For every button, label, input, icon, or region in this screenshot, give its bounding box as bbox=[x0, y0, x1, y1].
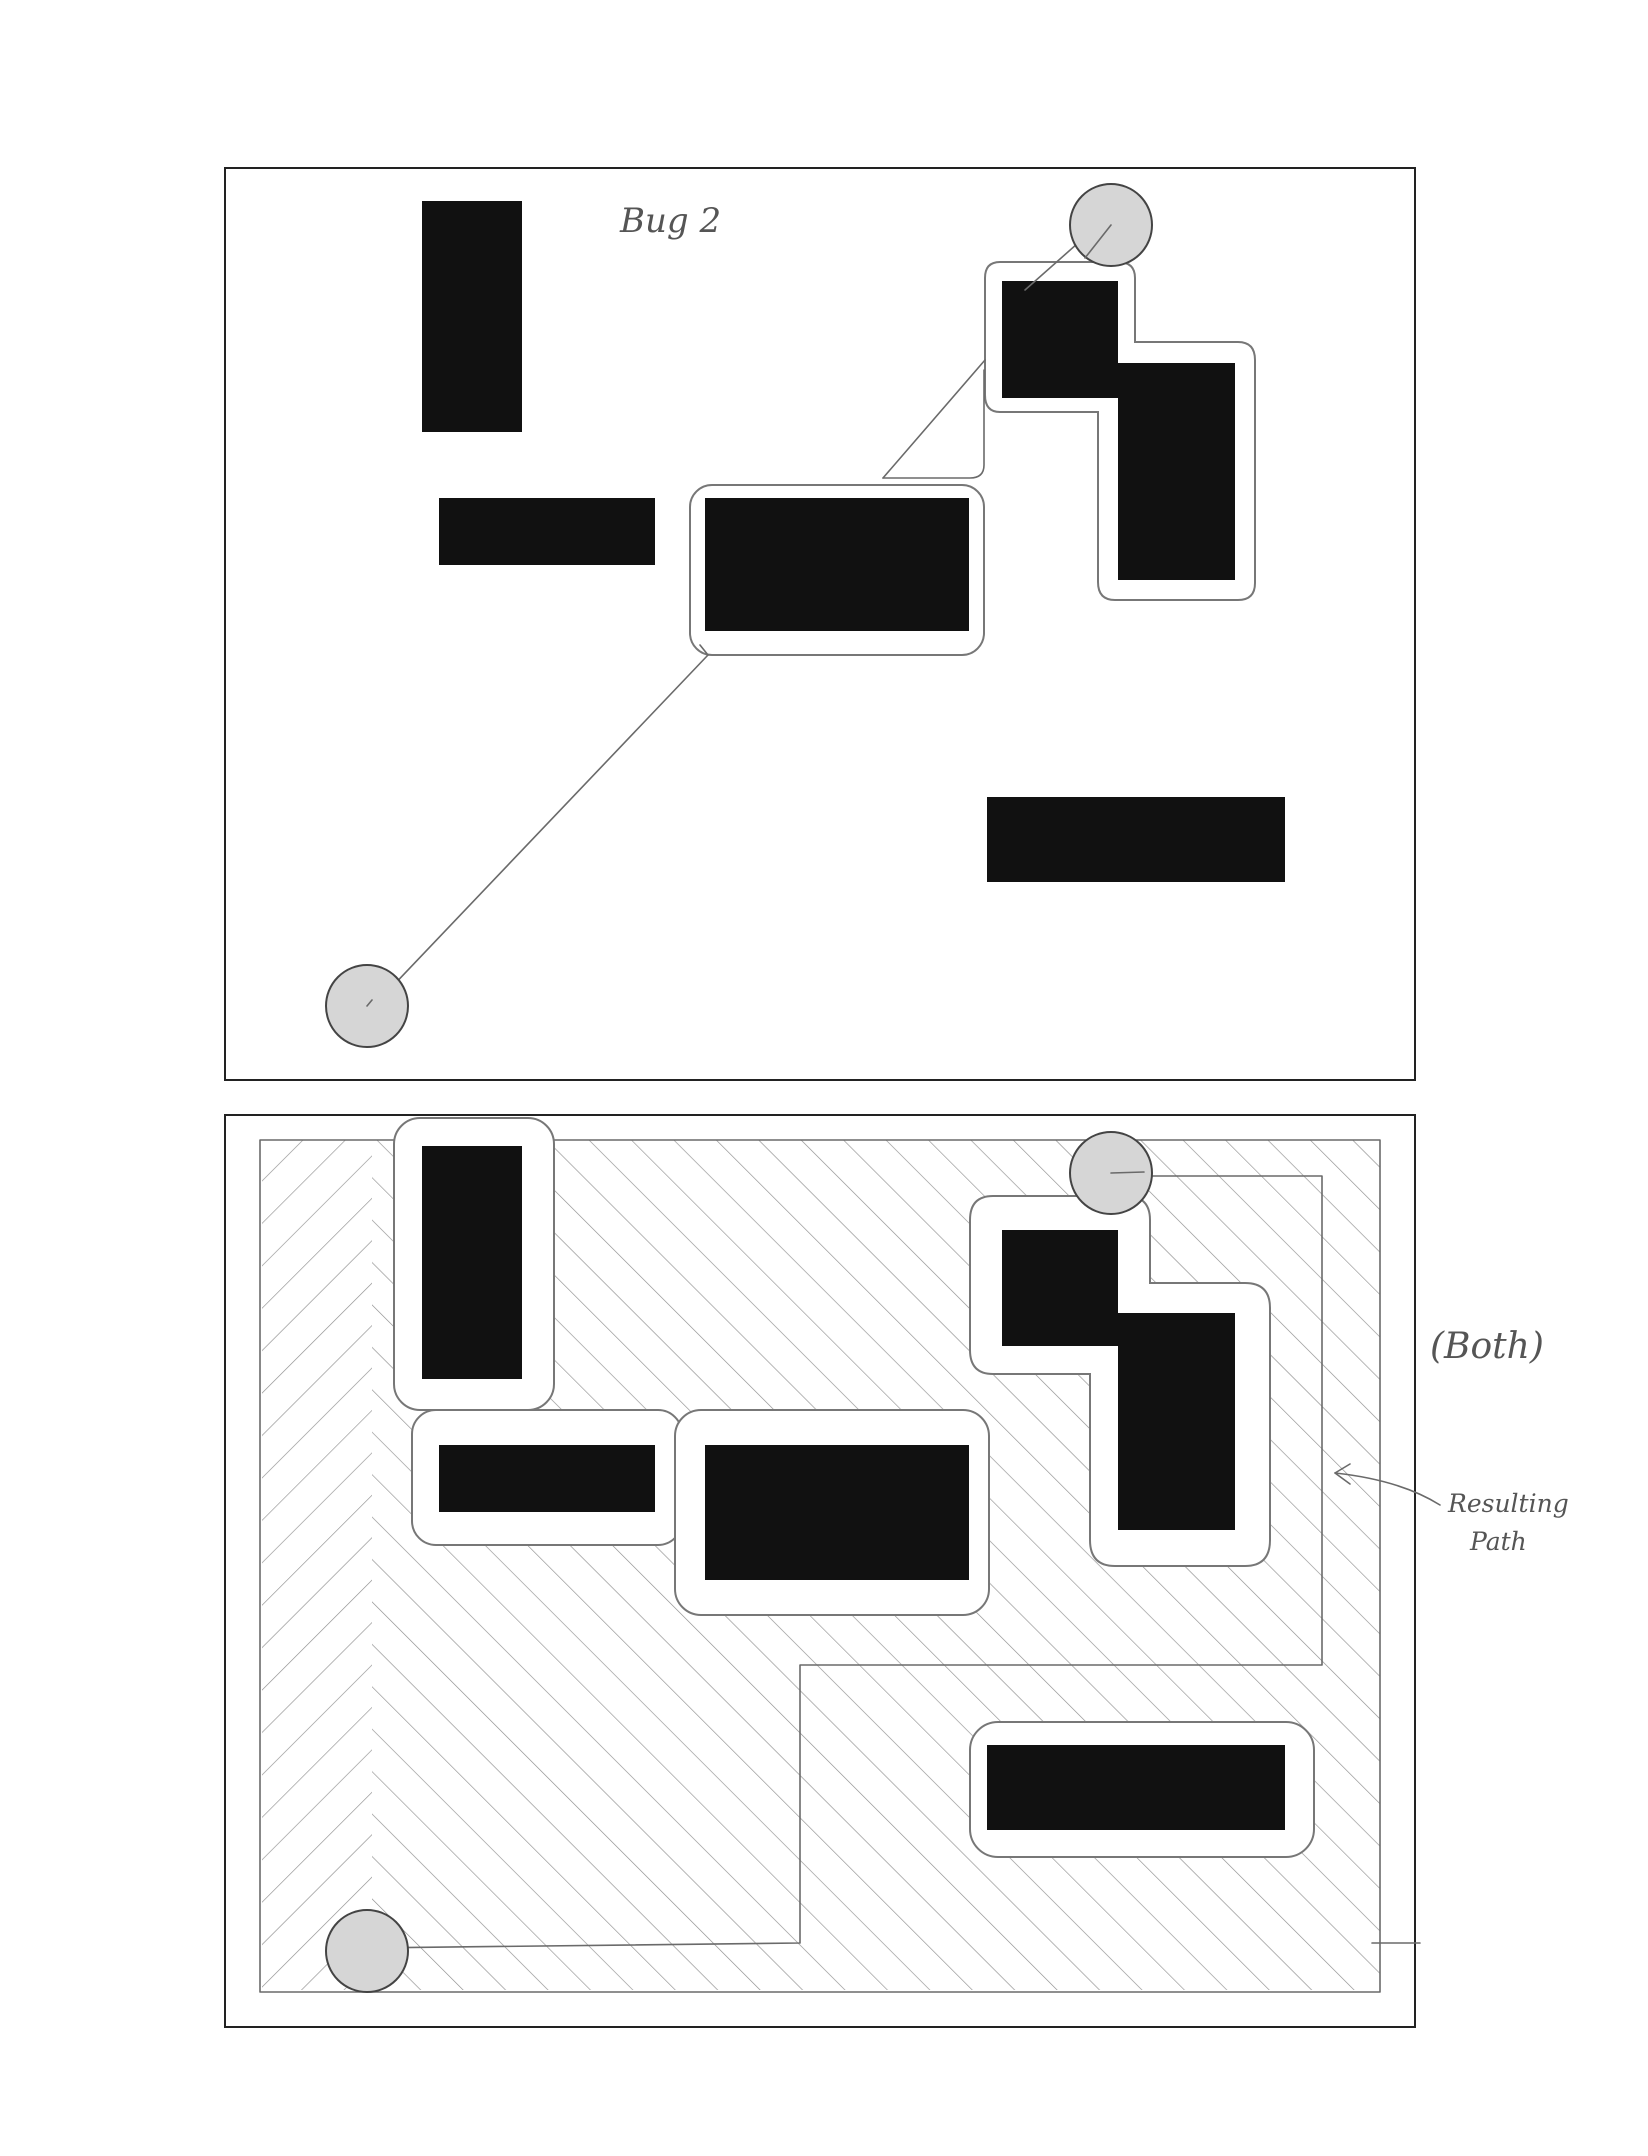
bug2-path-follow bbox=[699, 369, 985, 656]
obstacle-bottom-right bbox=[987, 1745, 1285, 1830]
hatch-region-left bbox=[262, 1140, 372, 1990]
obstacle-center-block bbox=[705, 1445, 969, 1580]
obstacle-step bbox=[1002, 281, 1235, 580]
annotation-line-1: Resulting bbox=[1447, 1489, 1569, 1518]
obstacle-step bbox=[1002, 1230, 1235, 1530]
bottom-panel-frame bbox=[224, 1114, 1416, 2028]
top-panel-frame bbox=[224, 167, 1416, 1081]
annotation-line-2: Path bbox=[1469, 1527, 1527, 1556]
obstacle-tall-left bbox=[422, 201, 522, 432]
bottom-panel: (Both) Resulting Path bbox=[224, 1114, 1569, 2028]
resulting-path bbox=[366, 1175, 1323, 1949]
start-point bbox=[325, 1909, 409, 1993]
top-panel-label: Bug 2 bbox=[619, 201, 721, 241]
obstacle-tall-left bbox=[422, 1146, 522, 1379]
annotation-arrow-head bbox=[1334, 1463, 1351, 1485]
endpoint-marks-top bbox=[366, 224, 1112, 1007]
side-note: (Both) bbox=[1430, 1326, 1544, 1367]
obstacle-bar-left bbox=[439, 498, 655, 565]
obstacle-bar-left bbox=[439, 1445, 655, 1512]
goal-mark bbox=[1110, 1171, 1145, 1174]
annotation-arrow-shaft bbox=[1334, 1472, 1441, 1506]
obstacle-bottom-right bbox=[987, 797, 1285, 882]
top-panel: Bug 2 bbox=[224, 167, 1416, 1081]
obstacle-center-block bbox=[705, 498, 969, 631]
inner-boundary bbox=[259, 1139, 1381, 1993]
